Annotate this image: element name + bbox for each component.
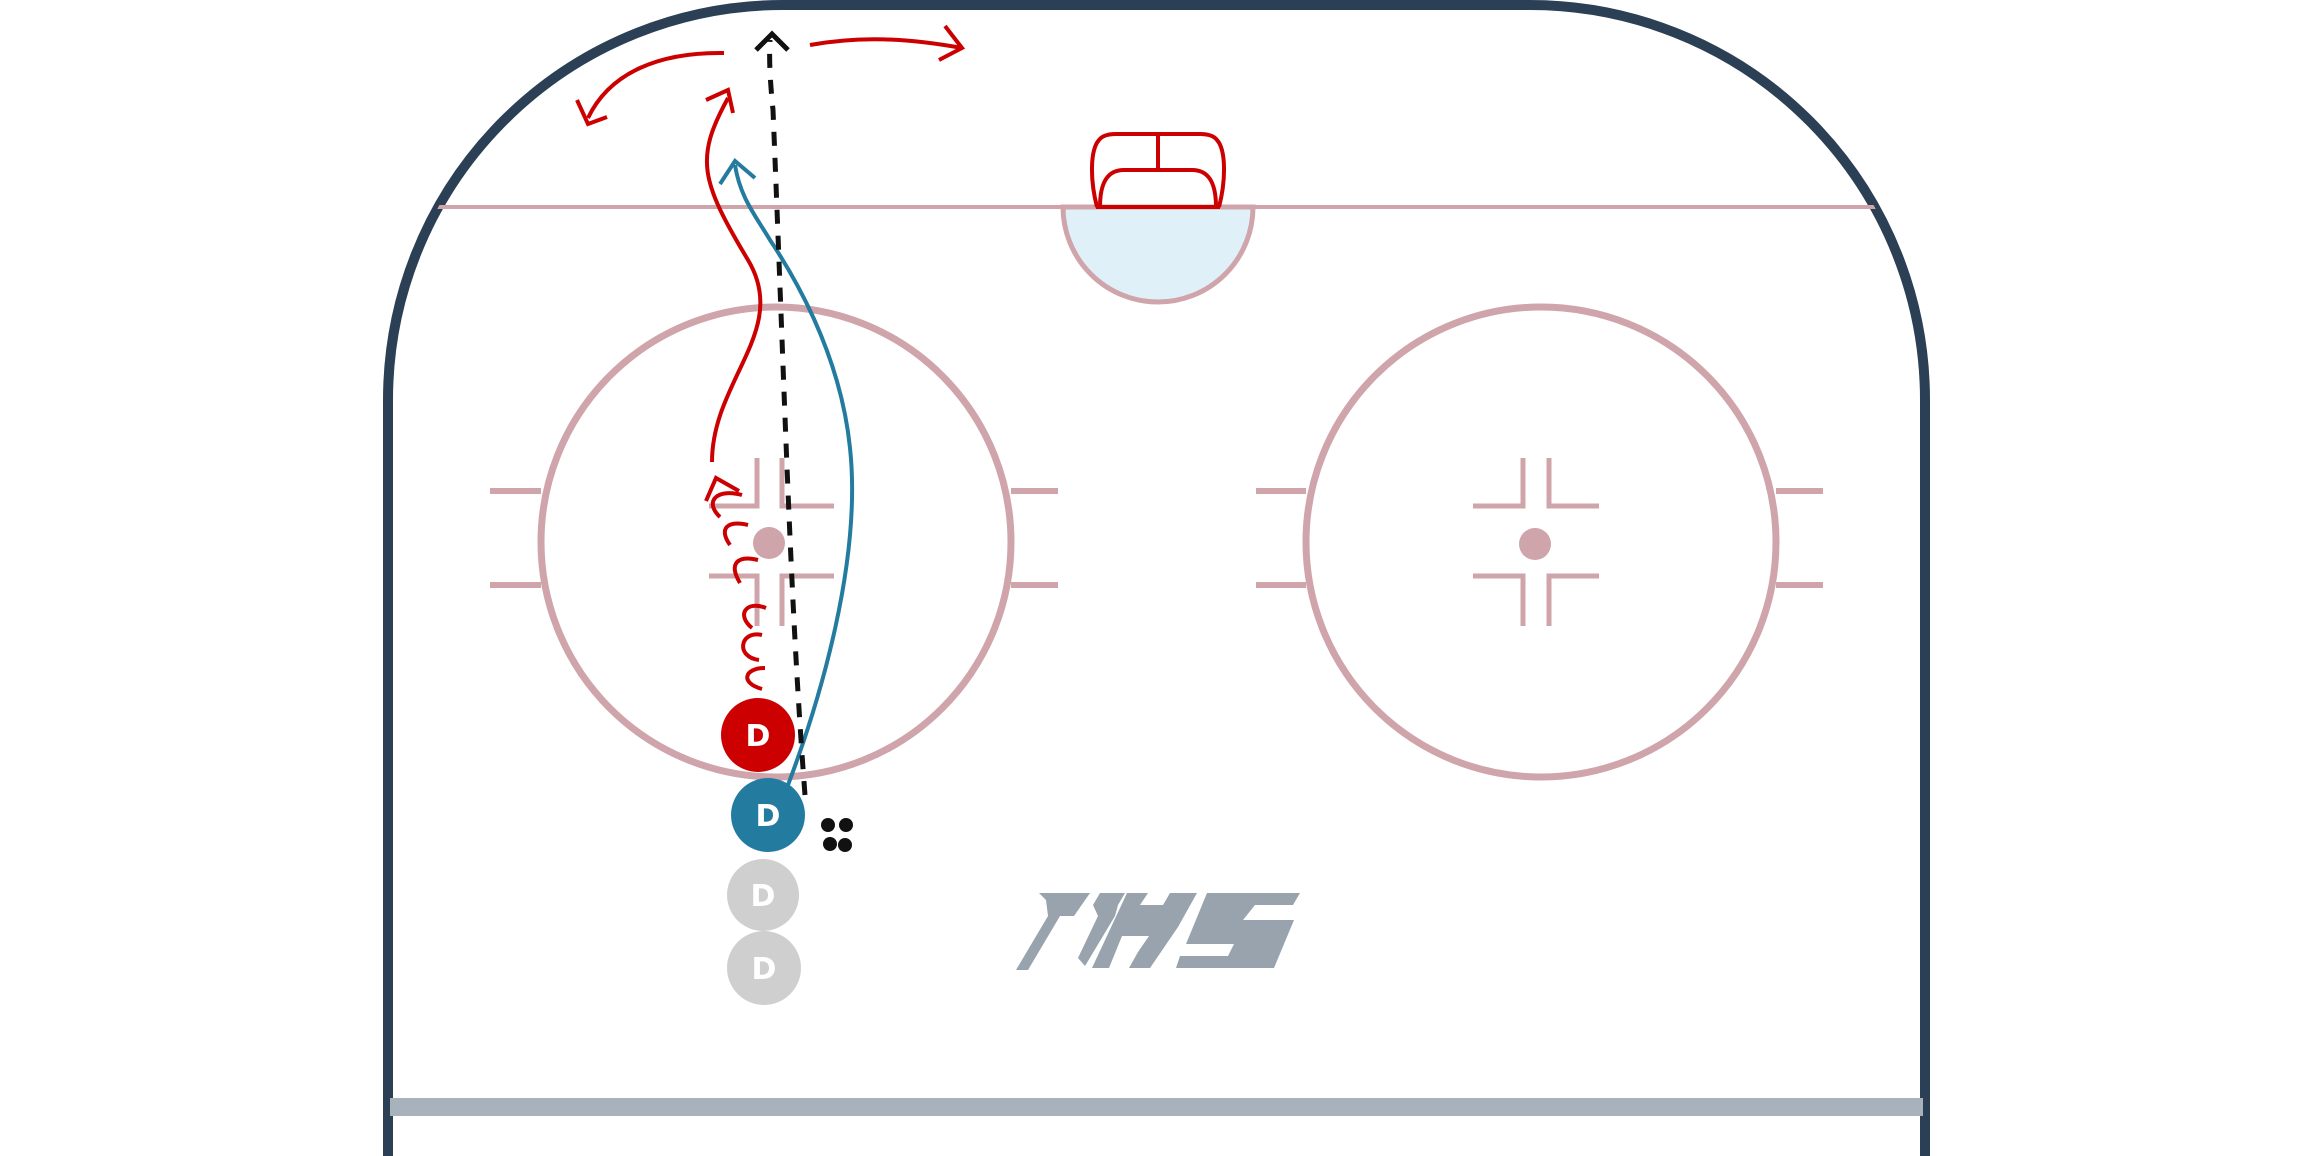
player-label: D: [756, 799, 781, 834]
player-label: D: [752, 952, 777, 987]
player-label: D: [751, 879, 776, 914]
goal-crease: [1060, 204, 1256, 305]
faceoff-circle-right: [1256, 303, 1823, 781]
player-active-blue: D: [731, 778, 805, 852]
player-waiting: D: [727, 859, 799, 931]
player-marker: [727, 859, 799, 931]
pass-path: [754, 30, 808, 796]
goal-net-icon: [1089, 132, 1227, 209]
faceoff-circle-left: [490, 303, 1058, 781]
player-waiting: D: [727, 931, 801, 1005]
players: D D D D: [721, 698, 805, 1005]
blue-line: [390, 1098, 1923, 1116]
blue-skate-path: [718, 158, 855, 786]
puck-pile-icon: [821, 818, 853, 852]
logo-ihs: IHS: [1016, 893, 1300, 970]
player-marker: [721, 698, 795, 772]
rink-boards: [383, 0, 1930, 1156]
player-marker: [731, 778, 805, 852]
player-active-red: D: [721, 698, 795, 772]
faceoff-dot-right: [1519, 528, 1551, 560]
player-label: D: [746, 719, 771, 754]
faceoff-dot-left: [753, 527, 785, 559]
red-skate-path: [575, 24, 966, 691]
player-marker: [727, 931, 801, 1005]
